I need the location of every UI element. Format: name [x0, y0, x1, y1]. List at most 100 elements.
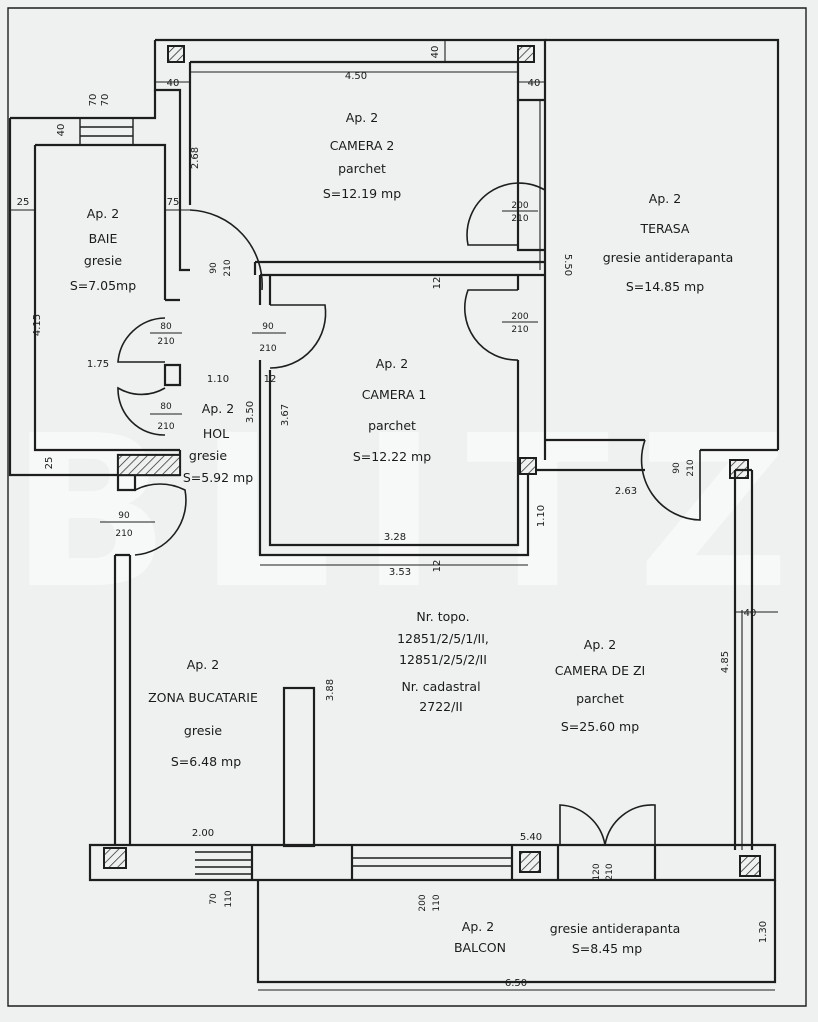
door-baie-h: 210 [157, 337, 174, 347]
dim-12a: 12 [432, 277, 443, 290]
win2-w: 200 [418, 894, 428, 911]
window-label-2: 200 110 [418, 894, 442, 911]
dim-25b: 25 [44, 457, 55, 470]
terasa-walls [516, 38, 780, 460]
door-balc-w: 120 [592, 863, 602, 880]
bucatarie-area: S=6.48 mp [171, 754, 241, 769]
door-c1-w: 90 [262, 322, 274, 332]
camera1-ap: Ap. 2 [376, 356, 408, 371]
door-camera1 [269, 304, 327, 369]
room-camera-de-zi: Ap. 2 CAMERA DE ZI parchet S=25.60 mp [555, 637, 645, 734]
room-baie: Ap. 2 BAIE gresie S=7.05mp [70, 206, 136, 293]
door-terasa-1 [466, 182, 546, 246]
hol-ap: Ap. 2 [202, 401, 234, 416]
room-balcon: Ap. 2 BALCON gresie antiderapanta S=8.45… [454, 919, 680, 956]
door-terasa-3 [640, 439, 701, 521]
dim-75: 75 [167, 197, 180, 208]
win1-w: 70 [209, 893, 219, 905]
door-label-balcon: 120 210 [592, 863, 615, 880]
watermark: BLITZ [10, 390, 818, 635]
door-balcon [559, 804, 656, 846]
pillar-s [519, 851, 541, 873]
dim-485: 4.85 [720, 651, 731, 673]
living-walls [113, 468, 754, 850]
hatched-wall [117, 454, 181, 476]
bottom-wall [88, 843, 777, 882]
pillar-se [739, 855, 761, 877]
cadastral-info: Nr. topo. 12851/2/5/1/II, 12851/2/5/2/II… [397, 609, 489, 714]
win2-h: 110 [432, 894, 442, 911]
terasa-name: TERASA [640, 221, 690, 236]
door-label-entry: 90 210 [100, 511, 155, 539]
dim-328: 3.28 [384, 532, 406, 543]
hol-area: S=5.92 mp [183, 470, 253, 485]
room-hol: Ap. 2 HOL gresie S=5.92 mp [183, 401, 253, 485]
door-label-baie: 80 210 [150, 322, 182, 347]
hol-name: HOL [203, 426, 229, 441]
dim-650: 6.50 [505, 978, 527, 989]
terasa-ap: Ap. 2 [649, 191, 681, 206]
door-hol-right [189, 209, 263, 291]
topo-2: 12851/2/5/2/II [399, 652, 487, 667]
door-ter3-h: 210 [686, 459, 696, 476]
door-c1-h: 210 [259, 344, 276, 354]
cameradezi-floor: parchet [576, 691, 624, 706]
kitchen-partition [282, 686, 316, 848]
door-label-camera1: 90 210 [252, 322, 286, 354]
door-label-camera2: 90 210 [209, 259, 233, 276]
door-baie-w: 80 [160, 322, 172, 332]
camera2-ap: Ap. 2 [346, 110, 378, 125]
baie-walls [8, 90, 190, 477]
door-hol-h: 210 [157, 422, 174, 432]
dim-175: 1.75 [87, 359, 109, 370]
door-c2-w: 90 [209, 262, 219, 274]
door-ter1-h: 210 [511, 214, 528, 224]
terasa-floor: gresie antiderapanta [603, 250, 734, 265]
room-camera2: Ap. 2 CAMERA 2 parchet S=12.19 mp [323, 110, 401, 201]
dim-450: 4.50 [345, 71, 367, 82]
camera2-floor: parchet [338, 161, 386, 176]
dim-25a: 25 [17, 197, 30, 208]
room-terasa: Ap. 2 TERASA gresie antiderapanta S=14.8… [603, 191, 734, 294]
balcon-floor: gresie antiderapanta [550, 921, 681, 936]
page-frame [7, 7, 807, 1007]
dim-550: 5.50 [562, 254, 573, 276]
camera2-name: CAMERA 2 [330, 138, 395, 153]
window-label-1: 70 110 [209, 890, 234, 907]
pillar-sw [103, 847, 127, 869]
cameradezi-area: S=25.60 mp [561, 719, 639, 734]
dim-388: 3.88 [325, 679, 336, 701]
door-entry-w: 90 [118, 511, 130, 521]
dim-110b: 1.10 [536, 505, 547, 527]
bucatarie-floor: gresie [184, 723, 222, 738]
baie-ap: Ap. 2 [87, 206, 119, 221]
pillar-nw [167, 45, 185, 63]
bottom-windows [195, 851, 512, 875]
door-balc-h: 210 [605, 863, 615, 880]
baie-name: BAIE [89, 231, 118, 246]
dim-12b: 12 [264, 374, 277, 385]
pillar-center [519, 457, 537, 475]
corridor-walls [253, 260, 545, 305]
dim-130: 1.30 [758, 921, 769, 943]
door-hol-left [117, 386, 166, 436]
dim-70: 70 [88, 94, 99, 107]
baie-area: S=7.05mp [70, 278, 136, 293]
dim-40c: 40 [528, 78, 541, 89]
balcon-name: BALCON [454, 940, 506, 955]
door-label-terasa-3: 90 210 [672, 459, 696, 476]
cameradezi-name: CAMERA DE ZI [555, 663, 645, 678]
balcon-area: S=8.45 mp [572, 941, 642, 956]
topo-label: Nr. topo. [416, 609, 469, 624]
dim-415: 4.15 [32, 314, 43, 336]
door-ter3-w: 90 [672, 462, 682, 474]
camera1-name: CAMERA 1 [362, 387, 427, 402]
door-label-terasa-1: 200 210 [502, 201, 538, 224]
door-hol-w: 80 [160, 402, 172, 412]
balcon-ap: Ap. 2 [462, 919, 494, 934]
door-label-terasa-2: 200 210 [502, 312, 538, 335]
door-entry-h: 210 [115, 529, 132, 539]
camera1-area: S=12.22 mp [353, 449, 431, 464]
dim-110a: 1.10 [207, 374, 229, 385]
cad-value: 2722/II [419, 699, 462, 714]
